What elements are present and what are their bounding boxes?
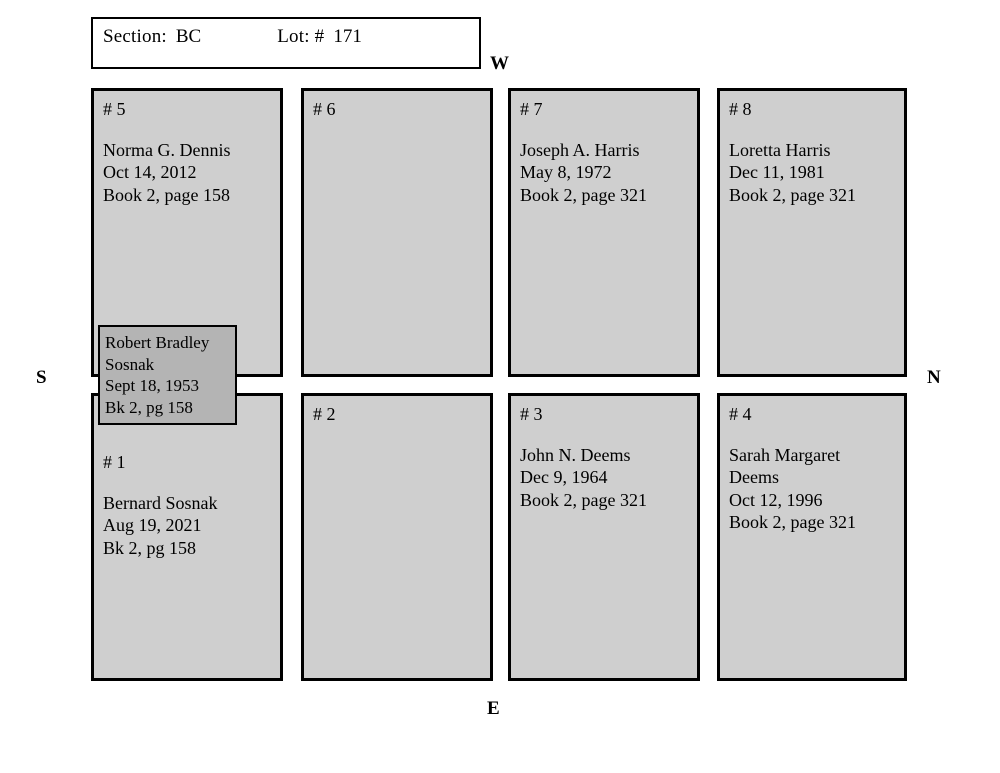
lot-field: Lot: # 171 <box>277 27 362 46</box>
lot-label: Lot: # <box>277 25 325 47</box>
lot-value: 171 <box>333 25 362 47</box>
section-label: Section: <box>103 25 167 47</box>
plot-text-line: Bk 2, pg 158 <box>103 537 197 558</box>
plot-number: # 4 <box>729 404 752 424</box>
lot-header-box: Section: BC Lot: # 171 <box>91 17 481 69</box>
plot-number: # 5 <box>103 99 126 119</box>
plot-text-line: Bernard Sosnak <box>103 492 218 513</box>
section-field: Section: BC <box>103 27 201 46</box>
compass-label-south: S <box>36 367 47 388</box>
plot-text-line: Loretta Harris <box>729 139 831 160</box>
plot-text-line: Norma G. Dennis <box>103 139 231 160</box>
plot-number: # 7 <box>520 99 543 119</box>
lot-header-row: Section: BC Lot: # 171 <box>93 19 479 53</box>
plot-6[interactable]: # 6 <box>301 88 493 377</box>
plot-text-line: Oct 14, 2012 <box>103 162 197 183</box>
overlay-text-line: Robert Bradley <box>105 333 210 352</box>
plot-text-line: Sarah Margaret <box>729 444 841 465</box>
plot-number: # 1 <box>103 452 126 472</box>
plot-text-line: Book 2, page 321 <box>520 489 647 510</box>
plot-number: # 8 <box>729 99 752 119</box>
plot-text-line: Dec 11, 1981 <box>729 162 825 183</box>
plot-2[interactable]: # 2 <box>301 393 493 681</box>
plot-text-line: Deems <box>729 467 779 488</box>
overlay-text-line: Sosnak <box>105 354 155 374</box>
plot-text-line: Book 2, page 321 <box>729 512 856 533</box>
plot-text-line: Book 2, page 158 <box>103 184 230 205</box>
plot-text-line: Book 2, page 321 <box>520 184 647 205</box>
compass-label-north: N <box>927 367 941 388</box>
overlay-text-line: Bk 2, pg 158 <box>105 397 193 417</box>
plot-text-line: May 8, 1972 <box>520 162 612 183</box>
plot-text-line: Joseph A. Harris <box>520 139 640 160</box>
plot-number: # 3 <box>520 404 543 424</box>
plot-number: # 6 <box>313 99 336 119</box>
compass-label-east: E <box>487 698 500 719</box>
plot-number: # 2 <box>313 404 336 424</box>
overlay-text-line: Sept 18, 1953 <box>105 376 199 396</box>
plot-text-line: Dec 9, 1964 <box>520 467 608 488</box>
plot-text-line: Aug 19, 2021 <box>103 515 202 536</box>
plot-text-line: Oct 12, 1996 <box>729 489 823 510</box>
compass-label-west: W <box>490 53 509 74</box>
plot-text-line: John N. Deems <box>520 444 631 465</box>
section-value: BC <box>175 25 202 47</box>
plot-text-line: Book 2, page 321 <box>729 184 856 205</box>
